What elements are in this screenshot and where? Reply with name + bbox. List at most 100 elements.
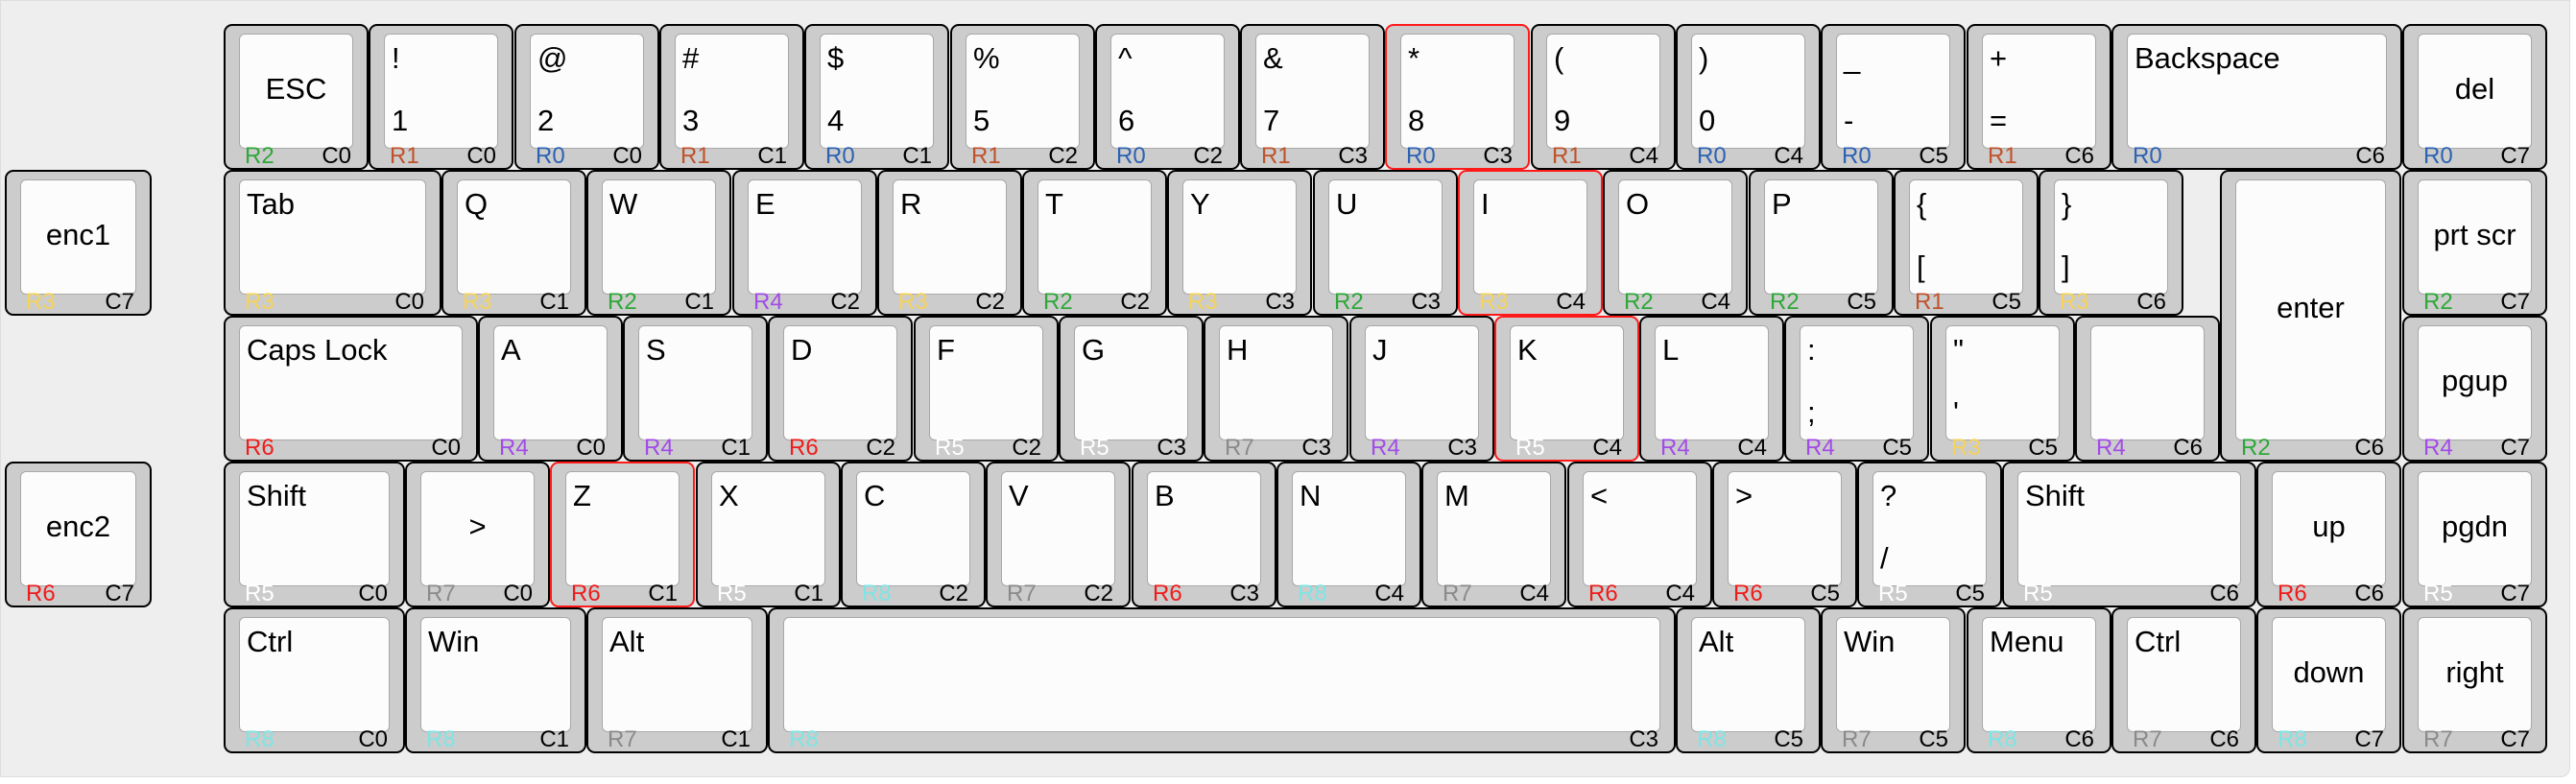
keycap-face (493, 325, 608, 440)
key-legend-center: down (2293, 655, 2365, 689)
matrix-row-label: R4 (1371, 435, 1400, 461)
keycap-face (1182, 179, 1297, 295)
matrix-col-label: C4 (1665, 581, 1695, 606)
key-legend-top: $ (827, 41, 845, 75)
matrix-row-label: R8 (426, 726, 456, 752)
key-legend-bottom: 4 (827, 104, 845, 137)
key-legend-bottom: 0 (1699, 104, 1716, 137)
matrix-row-label: R7 (1225, 435, 1254, 461)
matrix-col-label: C5 (1919, 143, 1948, 169)
keycap-face (565, 471, 680, 586)
matrix-col-label: C2 (830, 289, 860, 315)
keycap-face (783, 325, 897, 440)
matrix-col-label: C3 (1229, 581, 1259, 606)
matrix-row-label: R5 (2423, 581, 2453, 606)
keycap-face (1219, 325, 1333, 440)
key-legend-top: K (1517, 333, 1538, 367)
key-legend-top: D (791, 333, 813, 367)
matrix-col-label: C7 (2500, 581, 2530, 606)
matrix-col-label: C2 (975, 289, 1005, 315)
matrix-row-label: R4 (2423, 435, 2453, 461)
keycap-face (1618, 179, 1732, 295)
matrix-col-label: C0 (322, 143, 351, 169)
key-legend-top: P (1772, 187, 1792, 221)
key-legend-top: Y (1190, 187, 1210, 221)
matrix-row-label: R8 (1298, 581, 1327, 606)
key-legend-bottom: ] (2062, 249, 2070, 283)
matrix-col-label: C4 (1701, 289, 1730, 315)
